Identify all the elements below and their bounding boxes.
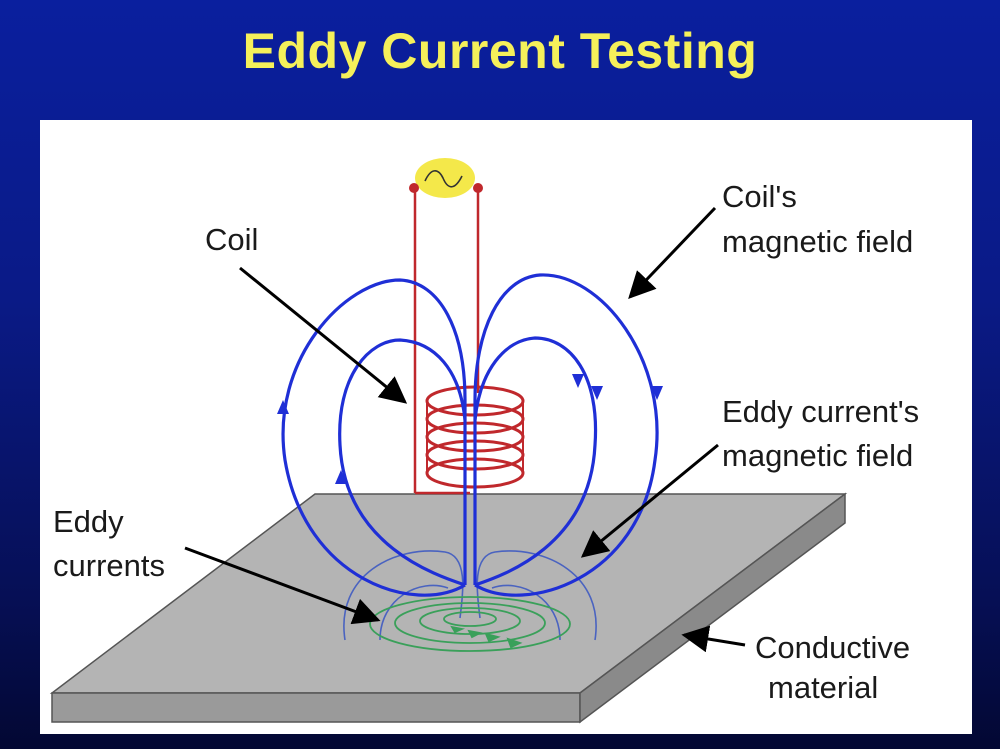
coil-magnetic-field-lines <box>281 273 659 597</box>
field-direction-arrows <box>277 374 663 484</box>
coil-field-pointer-arrow <box>628 206 717 299</box>
eddy-currents-label-line1: Eddy <box>53 504 124 539</box>
eddy-field-label-line1: Eddy current's <box>722 394 919 429</box>
eddy-currents-pointer-arrow <box>184 546 381 625</box>
eddy-currents-label-line2: currents <box>53 548 165 583</box>
ac-source-icon <box>409 158 483 198</box>
conductive-label-line1: Conductive <box>755 630 910 665</box>
conductive-pointer-arrow <box>681 625 746 653</box>
conductive-plate <box>49 492 848 724</box>
conductive-label-line2: material <box>768 670 878 705</box>
slide-title: Eddy Current Testing <box>242 23 758 79</box>
eddy-field-label-line2: magnetic field <box>722 438 913 473</box>
coil-field-label-line1: Coil's <box>722 179 797 214</box>
label-pointer-arrows <box>184 206 746 653</box>
coil-label: Coil <box>205 222 258 257</box>
eddy-field-pointer-arrow <box>580 443 719 558</box>
coil-field-label-line2: magnetic field <box>722 224 913 259</box>
coil-pointer-arrow <box>239 266 408 404</box>
eddy-currents <box>369 596 571 652</box>
